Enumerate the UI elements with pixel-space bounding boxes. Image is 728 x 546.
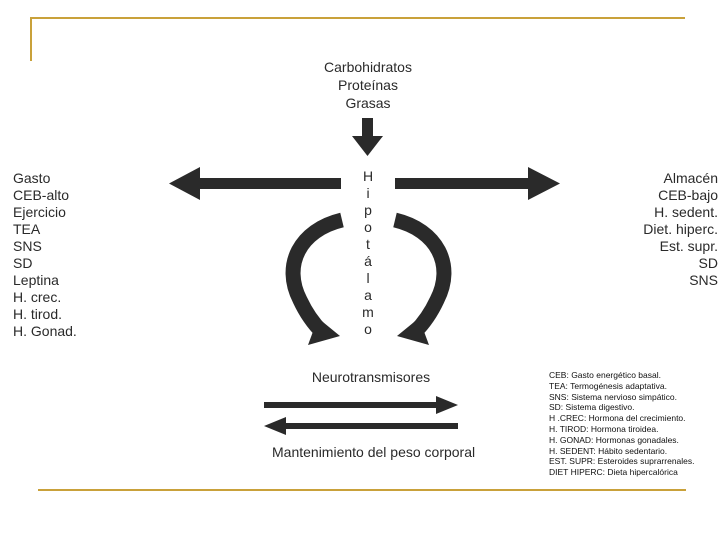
left-term: CEB-alto bbox=[13, 187, 70, 203]
frame-top-line bbox=[30, 17, 685, 19]
hypothalamus-letter: H bbox=[362, 168, 374, 184]
input-grasas: Grasas bbox=[345, 95, 391, 111]
legend-item: H. GONAD: Hormonas gonadales. bbox=[549, 434, 679, 445]
legend-item: DIET HIPERC: Dieta hipercalórica bbox=[549, 467, 678, 478]
weight-maintenance-label: Mantenimiento del peso corporal bbox=[272, 444, 476, 460]
storage-factors: Almacén CEB-bajo H. sedent. Diet. hiperc… bbox=[643, 170, 718, 289]
legend-item: SD: Sistema digestivo. bbox=[549, 402, 635, 413]
legend-item: CEB: Gasto energético basal. bbox=[549, 370, 661, 380]
expenditure-factors: Gasto CEB-alto Ejercicio TEA SNS SD Lept… bbox=[13, 170, 77, 340]
left-term: H. crec. bbox=[13, 289, 62, 305]
input-carbohidratos: Carbohidratos bbox=[324, 59, 412, 75]
forward-thin-arrow bbox=[264, 396, 458, 414]
hypothalamus-letter: o bbox=[364, 321, 372, 337]
hypothalamus-letter: i bbox=[366, 185, 370, 201]
right-term: SNS bbox=[689, 272, 718, 288]
right-term: SD bbox=[698, 255, 718, 271]
left-term: Gasto bbox=[13, 170, 51, 186]
legend-item: EST. SUPR: Esteroides suprarrenales. bbox=[549, 456, 695, 467]
hypothalamus-letter: t bbox=[366, 236, 370, 252]
hypothalamus-letter: m bbox=[362, 304, 374, 320]
left-term: SD bbox=[13, 255, 33, 271]
abbreviation-legend: CEB: Gasto energético basal. TEA: Termog… bbox=[549, 370, 695, 478]
left-term: Ejercicio bbox=[13, 204, 66, 220]
legend-item: H .CREC: Hormona del crecimiento. bbox=[549, 413, 686, 424]
left-curved-arrow bbox=[285, 212, 345, 345]
left-term: H. tirod. bbox=[13, 306, 63, 322]
right-term: H. sedent. bbox=[654, 204, 718, 220]
left-term: TEA bbox=[13, 221, 41, 237]
legend-item: SNS: Sistema nervioso simpático. bbox=[549, 391, 678, 402]
right-term: CEB-bajo bbox=[658, 187, 718, 203]
hypothalamus-letter: a bbox=[364, 287, 372, 303]
legend-item: TEA: Termogénesis adaptativa. bbox=[549, 380, 667, 391]
left-term: H. Gonad. bbox=[13, 323, 77, 339]
left-arrow bbox=[169, 167, 341, 200]
hypothalamus-vertical-label: H i p o t á l a m o bbox=[358, 168, 378, 338]
left-term: SNS bbox=[13, 238, 42, 254]
legend-item: H. TIROD: Hormona tiroidea. bbox=[549, 423, 659, 434]
frame-left-line bbox=[30, 17, 32, 61]
hypothalamus-letter: o bbox=[364, 219, 372, 235]
right-term: Almacén bbox=[663, 170, 718, 186]
backward-thin-arrow bbox=[264, 417, 458, 435]
frame-bottom-line bbox=[38, 489, 686, 491]
hypothalamus-letter: p bbox=[364, 202, 372, 218]
right-term: Diet. hiperc. bbox=[643, 221, 718, 237]
right-curved-arrow bbox=[392, 212, 452, 345]
neurotransmitters-label: Neurotransmisores bbox=[311, 369, 431, 385]
right-arrow bbox=[395, 167, 560, 200]
legend-item: H. SEDENT: Hábito sedentario. bbox=[549, 445, 668, 456]
down-arrow bbox=[352, 118, 383, 156]
right-term: Est. supr. bbox=[659, 238, 718, 254]
hypothalamus-letter: á bbox=[364, 253, 372, 269]
hypothalamus-letter: l bbox=[366, 270, 370, 286]
left-term: Leptina bbox=[13, 272, 59, 288]
input-proteinas: Proteínas bbox=[338, 77, 398, 93]
nutrient-inputs: Carbohidratos Proteínas Grasas bbox=[300, 58, 436, 112]
